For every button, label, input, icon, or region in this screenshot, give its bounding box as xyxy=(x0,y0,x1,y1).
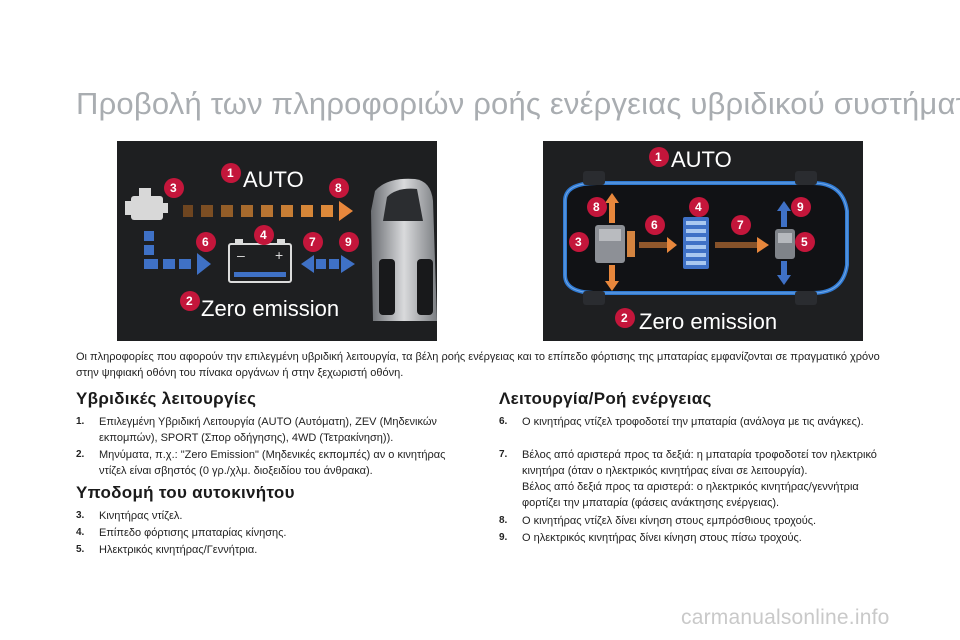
callout-badge-9: 9 xyxy=(339,232,359,252)
item-number: 8. xyxy=(499,515,508,526)
watermark: carmanualsonline.info xyxy=(681,606,890,629)
list-item: 2. Μηνύματα, π.χ.: "Zero Emission" (Μηδε… xyxy=(76,447,474,479)
diesel-engine-icon xyxy=(125,188,168,220)
engine-to-front-wheels-arrow xyxy=(605,193,619,291)
callout-badge-6: 6 xyxy=(645,215,665,235)
callout-badge-2: 2 xyxy=(180,291,200,311)
item-number: 5. xyxy=(76,544,85,555)
energy-flow-diagram: – + AUTO Zero emission 1 2 3 4 6 7 8 9 xyxy=(125,163,437,321)
diesel-engine-icon xyxy=(595,225,635,263)
list-item: 6. Ο κινητήρας ντίζελ τροφοδοτεί την μπα… xyxy=(499,414,889,430)
callout-badge-3: 3 xyxy=(569,232,589,252)
callout-badge-7: 7 xyxy=(303,232,323,252)
callout-badge-1: 1 xyxy=(649,147,669,167)
svg-text:4: 4 xyxy=(260,228,267,242)
svg-text:6: 6 xyxy=(202,235,209,249)
svg-text:4: 4 xyxy=(695,200,702,214)
callout-badge-4: 4 xyxy=(254,225,274,245)
mode-label-top: AUTO xyxy=(243,167,304,192)
callout-badge-1: 1 xyxy=(221,163,241,183)
item-text: Επίπεδο φόρτισης μπαταρίας κίνησης. xyxy=(99,527,287,539)
car-rear-icon xyxy=(371,178,437,321)
svg-text:3: 3 xyxy=(170,181,177,195)
energy-flow-display-panel: – + AUTO Zero emission 1 2 3 4 6 7 8 9 xyxy=(117,141,437,341)
motor-to-rear-wheels-arrow xyxy=(777,201,791,285)
callout-badge-2: 2 xyxy=(615,308,635,328)
svg-text:8: 8 xyxy=(593,200,600,214)
item-text: Επιλεγμένη Υβριδική Λειτουργία (AUTO (Αυ… xyxy=(99,416,437,444)
battery-icon xyxy=(683,217,709,269)
svg-text:5: 5 xyxy=(801,235,808,249)
electric-motor-icon xyxy=(775,229,795,259)
svg-text:–: – xyxy=(237,247,245,263)
svg-text:1: 1 xyxy=(655,150,662,164)
list-item: 9. Ο ηλεκτρικός κινητήρας δίνει κίνηση σ… xyxy=(499,530,889,546)
svg-text:2: 2 xyxy=(186,294,193,308)
callout-badge-3: 3 xyxy=(164,178,184,198)
list-item: 3. Κινητήρας ντίζελ. xyxy=(76,508,474,524)
engine-to-battery-arrow xyxy=(639,237,677,253)
section-heading-hybrid-modes: Υβριδικές λειτουργίες xyxy=(76,389,257,408)
item-text: Βέλος από αριστερά προς τα δεξιά: η μπατ… xyxy=(522,449,877,477)
page-title: Προβολή των πληροφοριών ροής ενέργειας υ… xyxy=(76,86,960,121)
item-text: Ο κινητήρας ντίζελ δίνει κίνηση στους εμ… xyxy=(522,515,817,527)
svg-text:+: + xyxy=(275,247,283,263)
engine-to-wheels-arrow xyxy=(183,201,353,221)
mode-label-bottom: Zero emission xyxy=(201,296,339,321)
item-number: 6. xyxy=(499,416,508,427)
section-heading-vehicle-structure: Υποδομή του αυτοκινήτου xyxy=(76,483,295,502)
battery-motor-arrow xyxy=(715,237,769,253)
svg-text:7: 7 xyxy=(309,235,316,249)
callout-badge-7: 7 xyxy=(731,215,751,235)
list-item: 1. Επιλεγμένη Υβριδική Λειτουργία (AUTO … xyxy=(76,414,474,446)
intro-paragraph: Οι πληροφορίες που αφορούν την επιλεγμέν… xyxy=(76,351,880,379)
item-text: Μηνύματα, π.χ.: "Zero Emission" (Μηδενικ… xyxy=(99,449,446,477)
svg-text:2: 2 xyxy=(621,311,628,325)
svg-text:9: 9 xyxy=(345,235,352,249)
item-number: 9. xyxy=(499,532,508,543)
list-item: 5. Ηλεκτρικός κινητήρας/Γεννήτρια. xyxy=(76,542,474,558)
svg-text:3: 3 xyxy=(575,235,582,249)
item-number: 4. xyxy=(76,527,85,538)
item-number: 2. xyxy=(76,449,85,460)
item-text: Κινητήρας ντίζελ. xyxy=(99,510,183,522)
item-text: Ηλεκτρικός κινητήρας/Γεννήτρια. xyxy=(99,544,258,556)
item-text: Ο κινητήρας ντίζελ τροφοδοτεί την μπαταρ… xyxy=(522,416,864,428)
svg-text:8: 8 xyxy=(335,181,342,195)
svg-text:1: 1 xyxy=(227,166,234,180)
item-text-extra: Βέλος από δεξιά προς τα αριστερά: ο ηλεκ… xyxy=(522,481,859,509)
mode-label-top: AUTO xyxy=(671,147,732,172)
battery-motor-arrow xyxy=(301,255,355,273)
mode-label-bottom: Zero emission xyxy=(639,309,777,334)
callout-badge-8: 8 xyxy=(329,178,349,198)
svg-text:6: 6 xyxy=(651,218,658,232)
section-heading-energy-flow: Λειτουργία/Ροή ενέργειας xyxy=(499,389,712,408)
list-item: 7. Βέλος από αριστερά προς τα δεξιά: η μ… xyxy=(499,447,889,511)
battery-icon: – + xyxy=(228,239,292,283)
callout-badge-6: 6 xyxy=(196,232,216,252)
svg-text:9: 9 xyxy=(797,200,804,214)
car-topview-diagram: AUTO Zero emission 1 2 3 4 5 6 7 8 9 xyxy=(563,147,849,334)
engine-to-battery-arrow xyxy=(144,231,211,275)
list-item: 8. Ο κινητήρας ντίζελ δίνει κίνηση στους… xyxy=(499,513,889,529)
callout-badge-5: 5 xyxy=(795,232,815,252)
item-text: Ο ηλεκτρικός κινητήρας δίνει κίνηση στου… xyxy=(522,532,802,544)
item-number: 3. xyxy=(76,510,85,521)
callout-badge-9: 9 xyxy=(791,197,811,217)
car-topview-display-panel: AUTO Zero emission 1 2 3 4 5 6 7 8 9 xyxy=(543,141,863,341)
callout-badge-4: 4 xyxy=(689,197,709,217)
item-number: 1. xyxy=(76,416,85,427)
callout-badge-8: 8 xyxy=(587,197,607,217)
svg-text:7: 7 xyxy=(737,218,744,232)
item-number: 7. xyxy=(499,449,508,460)
list-item: 4. Επίπεδο φόρτισης μπαταρίας κίνησης. xyxy=(76,525,474,541)
